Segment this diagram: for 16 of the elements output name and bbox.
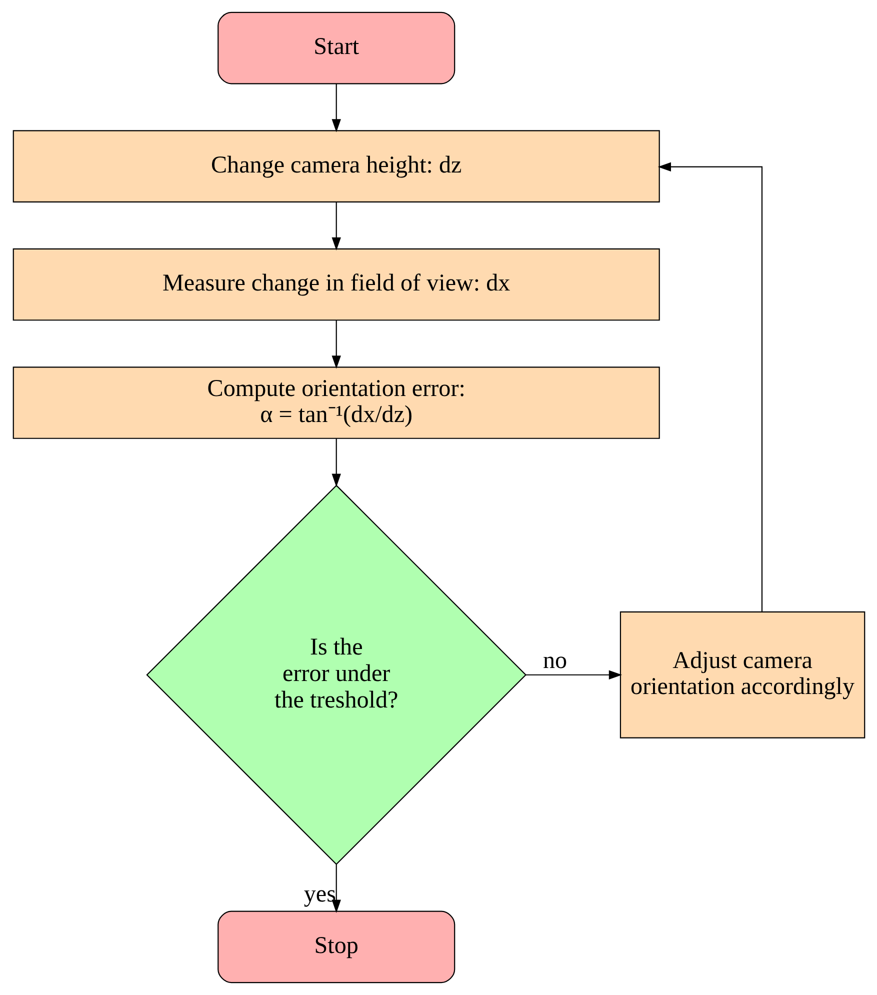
- arrow: [331, 202, 340, 251]
- arrow: [331, 864, 340, 913]
- edge-label: no: [542, 648, 567, 674]
- node-box: Measure change in field of view: dx: [12, 248, 660, 321]
- node-box: Compute orientation error: α = tan⁻¹(dx/dz): [12, 366, 660, 439]
- node-box: Start: [217, 12, 455, 84]
- arrow: [525, 670, 622, 680]
- node-box: Stop: [217, 910, 455, 984]
- arrow: [331, 438, 340, 487]
- arrow: [331, 84, 340, 132]
- arrow: [657, 162, 762, 612]
- edge-label: yes: [303, 882, 336, 908]
- node-diamond: Is the error under the treshold?: [146, 484, 526, 866]
- arrow: [331, 320, 340, 369]
- node-box: Adjust camera orientation accordingly: [619, 611, 865, 738]
- node-box: Change camera height: dz: [12, 130, 660, 202]
